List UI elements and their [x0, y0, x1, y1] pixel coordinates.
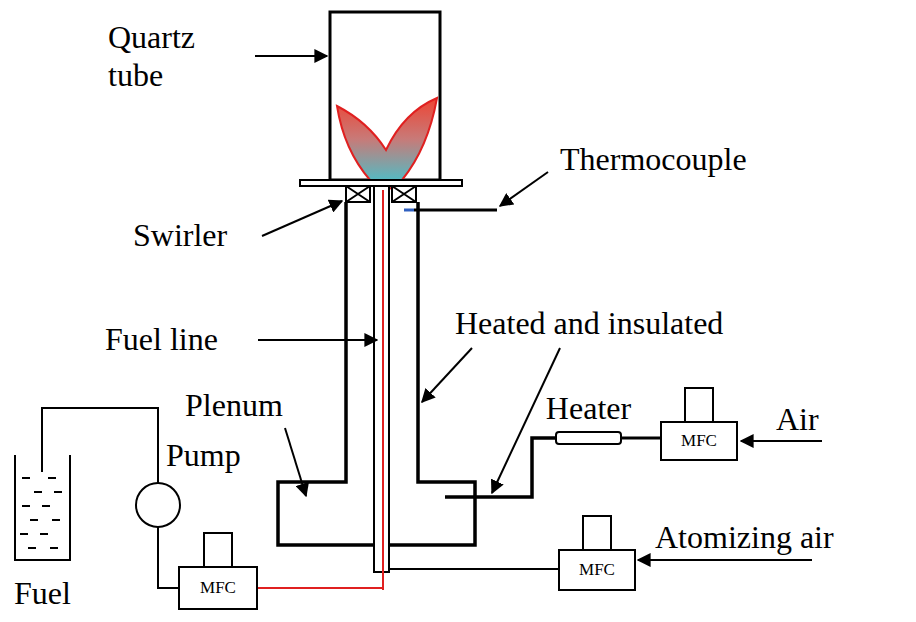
fuel-line-red [382, 190, 384, 590]
mfc-box: MFC [178, 566, 258, 610]
device-label: MFC [681, 431, 717, 451]
part-label: Heater [546, 389, 631, 427]
part-label: Fuel line [105, 320, 218, 358]
thermocouple-probe [414, 209, 497, 212]
flow-label: Atomizing air [655, 518, 834, 556]
mfc-valve-cap [684, 387, 714, 423]
heater-box: Heater [555, 431, 622, 445]
part-label: Plenum [185, 386, 283, 424]
fuel-tank [15, 455, 70, 560]
part-label: Quartz tube [108, 18, 248, 94]
mfc-box: MFC [660, 421, 738, 461]
fuel-liquid [20, 478, 62, 548]
pump-symbol [136, 483, 180, 527]
part-label: Thermocouple [560, 140, 747, 178]
mfc-box: MFC [558, 549, 636, 591]
air-pipe [445, 438, 555, 497]
part-label: Pump [166, 436, 241, 474]
flow-label: Air [776, 400, 819, 438]
fuel-tube [374, 186, 389, 572]
flame [337, 98, 437, 189]
mfc-valve-cap [203, 532, 233, 568]
fuel-supply-line [258, 587, 383, 589]
device-label: MFC [200, 578, 236, 598]
part-label: Heated and insulated [455, 304, 723, 342]
mfc-valve-cap [582, 515, 612, 551]
pipe-connector [622, 437, 660, 440]
atomizing-air-pipe [389, 568, 558, 570]
leader-arrows [255, 56, 822, 560]
device-label: MFC [579, 560, 615, 580]
thermocouple-tip [404, 209, 414, 212]
part-label: Swirler [133, 216, 227, 254]
part-label: Fuel [14, 574, 71, 612]
